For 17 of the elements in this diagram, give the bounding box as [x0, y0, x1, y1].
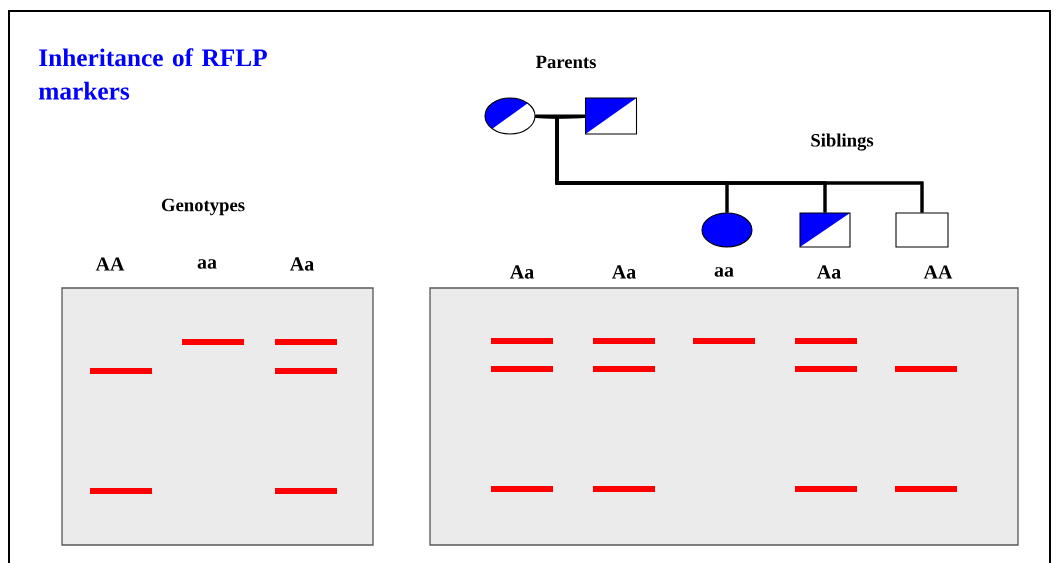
male-symbol	[799, 212, 851, 248]
female-symbol	[484, 97, 536, 135]
genotype-label: AA	[923, 265, 953, 279]
genotype-label: aa	[714, 267, 734, 277]
heading: Genotypes	[161, 198, 245, 216]
genotype-label: Aa	[289, 257, 314, 271]
male-symbol	[895, 212, 949, 248]
genotype-label: Aa	[816, 265, 841, 279]
genotype-label: Aa	[611, 265, 636, 279]
genotype-label: AA	[95, 257, 125, 271]
title: Inheritance of RFLP markers	[38, 48, 267, 100]
genotype-label: Aa	[509, 265, 534, 279]
heading: Parents	[535, 55, 596, 69]
genotype-label: aa	[197, 259, 217, 269]
male-symbol	[584, 97, 638, 135]
heading: Siblings	[811, 133, 874, 151]
female-symbol	[701, 212, 753, 248]
